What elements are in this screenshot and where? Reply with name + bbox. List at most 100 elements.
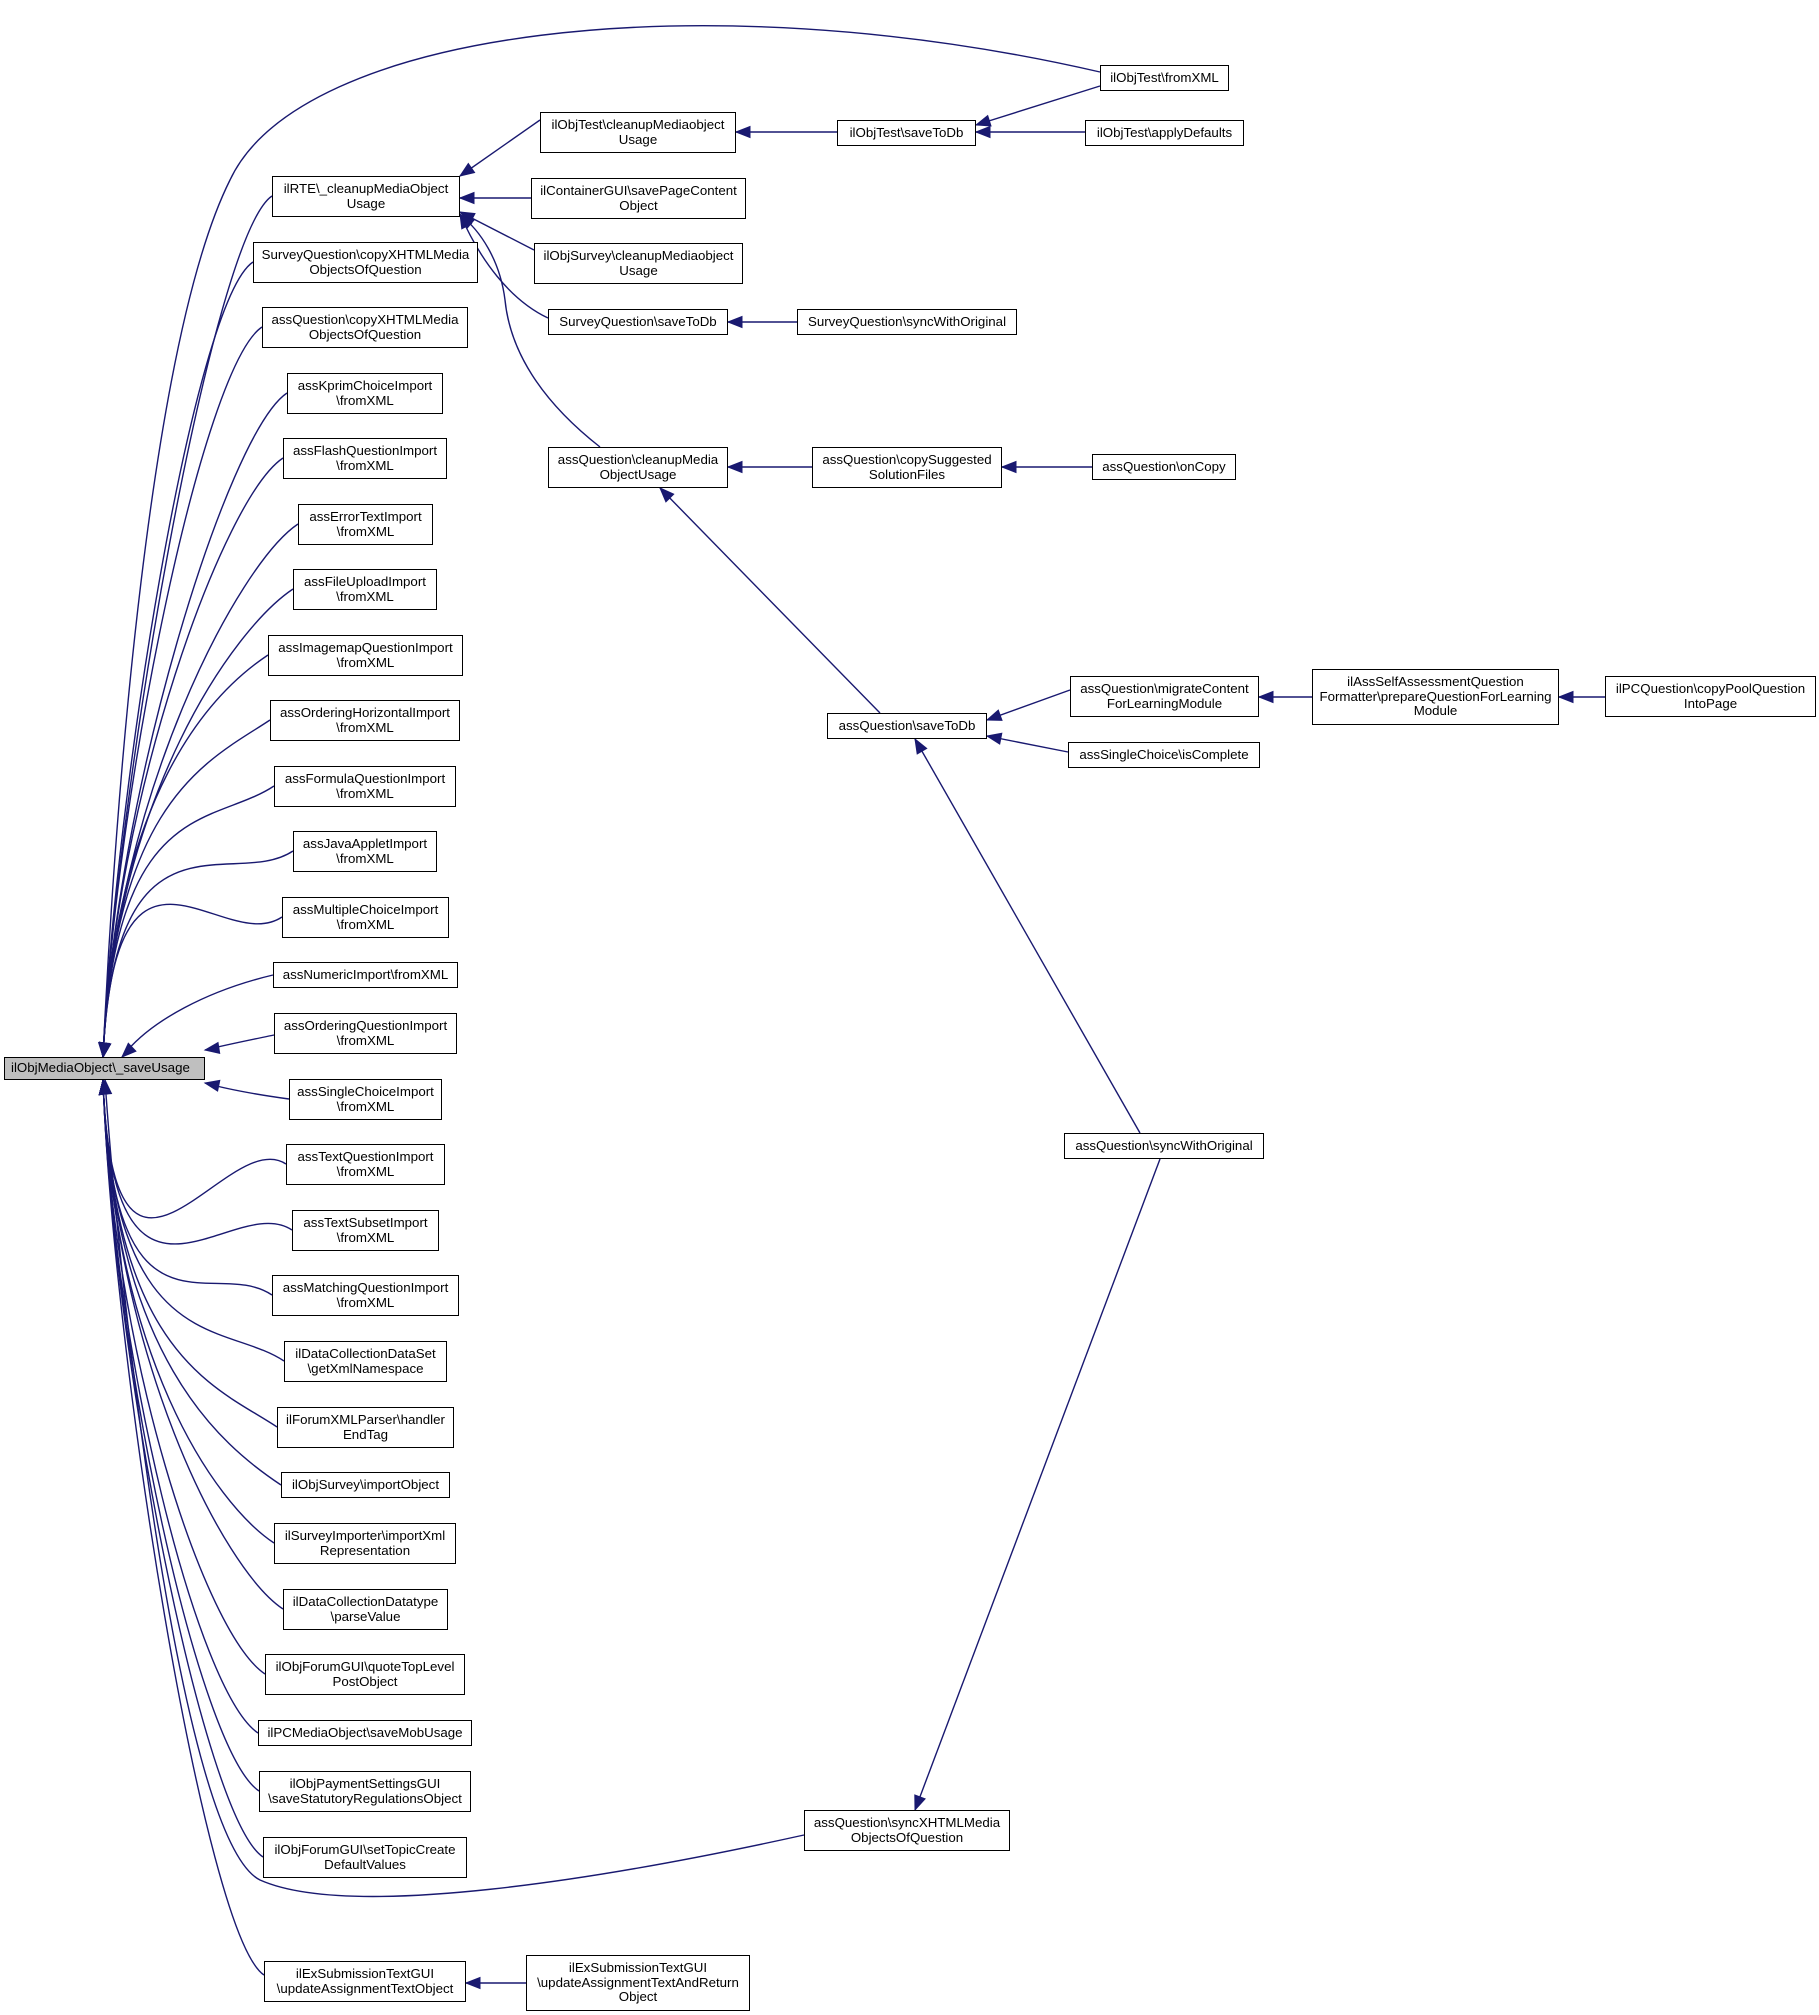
node-asssinglechoice-iscomplete[interactable]: assSingleChoice\isComplete: [1068, 742, 1260, 768]
node-label: SurveyQuestion\copyXHTMLMedia: [261, 247, 470, 262]
edge-line: [102, 1079, 287, 1219]
node-asserrortextimport-fromxml[interactable]: assErrorTextImport \fromXML: [298, 504, 433, 545]
edge-arrowhead: [97, 1042, 111, 1059]
node-assnumericimport-fromxml[interactable]: assNumericImport\fromXML: [273, 962, 458, 988]
edge-line: [102, 1079, 266, 1675]
node-assjavaappletimport-fromxml[interactable]: assJavaAppletImport \fromXML: [293, 831, 437, 872]
node-assquestion-oncopy[interactable]: assQuestion\onCopy: [1092, 454, 1236, 480]
edge-line: [102, 1079, 293, 1245]
node-assmatchingquestionimport-fromxml[interactable]: assMatchingQuestionImport \fromXML: [272, 1275, 459, 1316]
node-ilobjmediaobject-saveusage[interactable]: ilObjMediaObject\_saveUsage: [4, 1057, 205, 1080]
node-label: ilObjTest\cleanupMediaobject: [551, 117, 725, 132]
node-ilforumxmlparser-handlerendtag[interactable]: ilForumXMLParser\handler EndTag: [277, 1407, 454, 1448]
node-label: \fromXML: [336, 850, 394, 866]
node-ilobjtest-cleanupmediaobjectusage[interactable]: ilObjTest\cleanupMediaobject Usage: [540, 112, 736, 153]
edge-arrowhead: [1257, 690, 1274, 704]
node-label: ForLearningModule: [1106, 695, 1223, 711]
node-label: assQuestion\migrateContent: [1080, 681, 1249, 696]
node-label: ilSurveyImporter\importXml: [284, 1528, 446, 1543]
node-assmultiplechoiceimport-fromxml[interactable]: assMultipleChoiceImport \fromXML: [282, 897, 449, 938]
node-ilobjpaymentsettingsgui-savestatutoryregulationsobject[interactable]: ilObjPaymentSettingsGUI \saveStatutoryRe…: [259, 1771, 471, 1812]
node-ilassselfassessmentquestionformatter-preparequestionforlearningmodule[interactable]: ilAssSelfAssessmentQuestion Formatter\pr…: [1312, 669, 1559, 725]
node-ildatacollectiondataset-getxmlnamespace[interactable]: ilDataCollectionDataSet \getXmlNamespace: [284, 1341, 447, 1382]
node-asssinglechoiceimport-fromxml[interactable]: assSingleChoiceImport \fromXML: [289, 1079, 442, 1120]
node-assquestion-savetodb[interactable]: assQuestion\saveToDb: [827, 713, 987, 739]
edge-line: [102, 195, 273, 1058]
node-assimagemapquestionimport-fromxml[interactable]: assImagemapQuestionImport \fromXML: [268, 635, 463, 676]
node-asstextsubsetimport-fromxml[interactable]: assTextSubsetImport \fromXML: [292, 1210, 439, 1251]
node-assquestion-copyxhtmlmediaobjectsofquestion[interactable]: assQuestion\copyXHTMLMedia ObjectsOfQues…: [262, 307, 468, 348]
node-label: assQuestion\syncXHTMLMedia: [813, 1815, 1001, 1830]
edge-arrowhead: [203, 1041, 221, 1055]
node-surveyquestion-copyxhtmlmediaobjectsofquestion[interactable]: SurveyQuestion\copyXHTMLMedia ObjectsOfQ…: [253, 242, 478, 283]
node-label: \fromXML: [336, 588, 394, 604]
node-assflashquestionimport-fromxml[interactable]: assFlashQuestionImport \fromXML: [283, 438, 447, 479]
node-label: \fromXML: [336, 457, 394, 473]
edge-line: [102, 1079, 282, 1486]
node-assquestion-syncxhtmlmediaobjectsofquestion[interactable]: assQuestion\syncXHTMLMedia ObjectsOfQues…: [804, 1810, 1010, 1851]
node-label: ilObjForumGUI\quoteTopLevel: [275, 1659, 455, 1674]
node-assquestion-syncwithoriginal[interactable]: assQuestion\syncWithOriginal: [1064, 1133, 1264, 1159]
node-ilobjsurvey-importobject[interactable]: ilObjSurvey\importObject: [281, 1472, 450, 1498]
node-label: assFileUploadImport: [304, 574, 426, 589]
edge-line: [102, 261, 254, 1058]
node-ilpcquestion-copypoolquestionintopage[interactable]: ilPCQuestion\copyPoolQuestion IntoPage: [1605, 676, 1816, 717]
node-label: Object: [619, 197, 658, 213]
edge-line: [102, 903, 283, 1058]
node-ilobjtest-savetodb[interactable]: ilObjTest\saveToDb: [837, 120, 976, 146]
node-label: \fromXML: [336, 785, 394, 801]
edge-line: [914, 738, 1141, 1134]
node-assorderinghorizontalimport-fromxml[interactable]: assOrderingHorizontalImport \fromXML: [270, 700, 460, 741]
node-label: Object: [618, 1989, 658, 2005]
node-asskprimchoiceimport-fromxml[interactable]: assKprimChoiceImport \fromXML: [287, 373, 443, 414]
node-label: IntoPage: [1683, 695, 1738, 711]
node-ilobjsurvey-cleanupmediaobjectusage[interactable]: ilObjSurvey\cleanupMediaobject Usage: [534, 243, 743, 284]
node-ildatacollectiondatatype-parsevalue[interactable]: ilDataCollectionDatatype \parseValue: [283, 1589, 448, 1630]
node-label: assFormulaQuestionImport: [284, 771, 446, 786]
node-label: ilObjSurvey\importObject: [291, 1476, 440, 1492]
node-label: \fromXML: [336, 1032, 395, 1048]
node-label: SolutionFiles: [868, 466, 946, 482]
node-asstextquestionimport-fromxml[interactable]: assTextQuestionImport \fromXML: [286, 1144, 445, 1185]
node-assquestion-copysuggestedsolutionfiles[interactable]: assQuestion\copySuggested SolutionFiles: [812, 447, 1002, 488]
node-ilsurveyimporter-importxmlrepresentation[interactable]: ilSurveyImporter\importXml Representatio…: [274, 1523, 456, 1564]
node-label: ilDataCollectionDataSet: [295, 1346, 436, 1361]
node-label: assQuestion\saveToDb: [838, 717, 976, 733]
node-ilobjtest-applydefaults[interactable]: ilObjTest\applyDefaults: [1085, 120, 1244, 146]
node-label: \saveStatutoryRegulationsObject: [268, 1790, 462, 1806]
node-assformulaquestionimport-fromxml[interactable]: assFormulaQuestionImport \fromXML: [274, 766, 456, 807]
node-surveyquestion-syncwithoriginal[interactable]: SurveyQuestion\syncWithOriginal: [797, 309, 1017, 335]
node-label: \fromXML: [336, 916, 395, 932]
node-label: \fromXML: [336, 392, 394, 408]
node-ilobjtest-fromxml[interactable]: ilObjTest\fromXML: [1100, 65, 1229, 91]
node-assquestion-migratecontentforlearningmodule[interactable]: assQuestion\migrateContent ForLearningMo…: [1070, 676, 1259, 717]
edge-arrowhead: [974, 125, 991, 139]
edge-line: [104, 1079, 805, 1898]
node-label: ilAssSelfAssessmentQuestion: [1347, 674, 1524, 690]
node-ilpcmediaobject-savemobusage[interactable]: ilPCMediaObject\saveMobUsage: [258, 1720, 472, 1746]
node-ilobjforumgui-quotetoplevelpostobject[interactable]: ilObjForumGUI\quoteTopLevel PostObject: [265, 1654, 465, 1695]
node-ilexsubmissiontextgui-updateassignmenttextobject[interactable]: ilExSubmissionTextGUI \updateAssignmentT…: [264, 1961, 466, 2002]
node-label: assMatchingQuestionImport: [282, 1280, 449, 1295]
node-label: Usage: [618, 131, 658, 147]
node-assfileuploadimport-fromxml[interactable]: assFileUploadImport \fromXML: [293, 569, 437, 610]
node-label: ilRTE\_cleanupMediaObject: [283, 181, 449, 196]
node-assorderingquestionimport-fromxml[interactable]: assOrderingQuestionImport \fromXML: [274, 1013, 457, 1054]
node-label: assQuestion\cleanupMedia: [557, 452, 719, 467]
edge-line: [121, 974, 274, 1058]
node-ilexsubmissiontextgui-updateassignmenttextandreturnobject[interactable]: ilExSubmissionTextGUI \updateAssignmentT…: [526, 1955, 750, 2011]
edge-line: [102, 1079, 265, 1976]
node-label: ilExSubmissionTextGUI: [568, 1960, 708, 1976]
edge-line: [102, 1079, 264, 1858]
node-ilobjforumgui-settopiccreatedefaultvalues[interactable]: ilObjForumGUI\setTopicCreate DefaultValu…: [263, 1837, 467, 1878]
node-label: \fromXML: [336, 523, 395, 539]
node-label: assQuestion\syncWithOriginal: [1075, 1137, 1253, 1153]
edge-line: [102, 25, 1101, 1058]
node-ilrte-cleanupmediaobjectusage[interactable]: ilRTE\_cleanupMediaObject Usage: [272, 176, 460, 217]
edge-arrowhead: [203, 1079, 221, 1092]
node-label: ilContainerGUI\savePageContent: [540, 183, 737, 198]
node-assquestion-cleanupmediaobjectusage[interactable]: assQuestion\cleanupMedia ObjectUsage: [548, 447, 728, 488]
node-ilcontainergui-savepagecontentobject[interactable]: ilContainerGUI\savePageContent Object: [531, 178, 746, 219]
node-surveyquestion-savetodb[interactable]: SurveyQuestion\saveToDb: [548, 309, 728, 335]
